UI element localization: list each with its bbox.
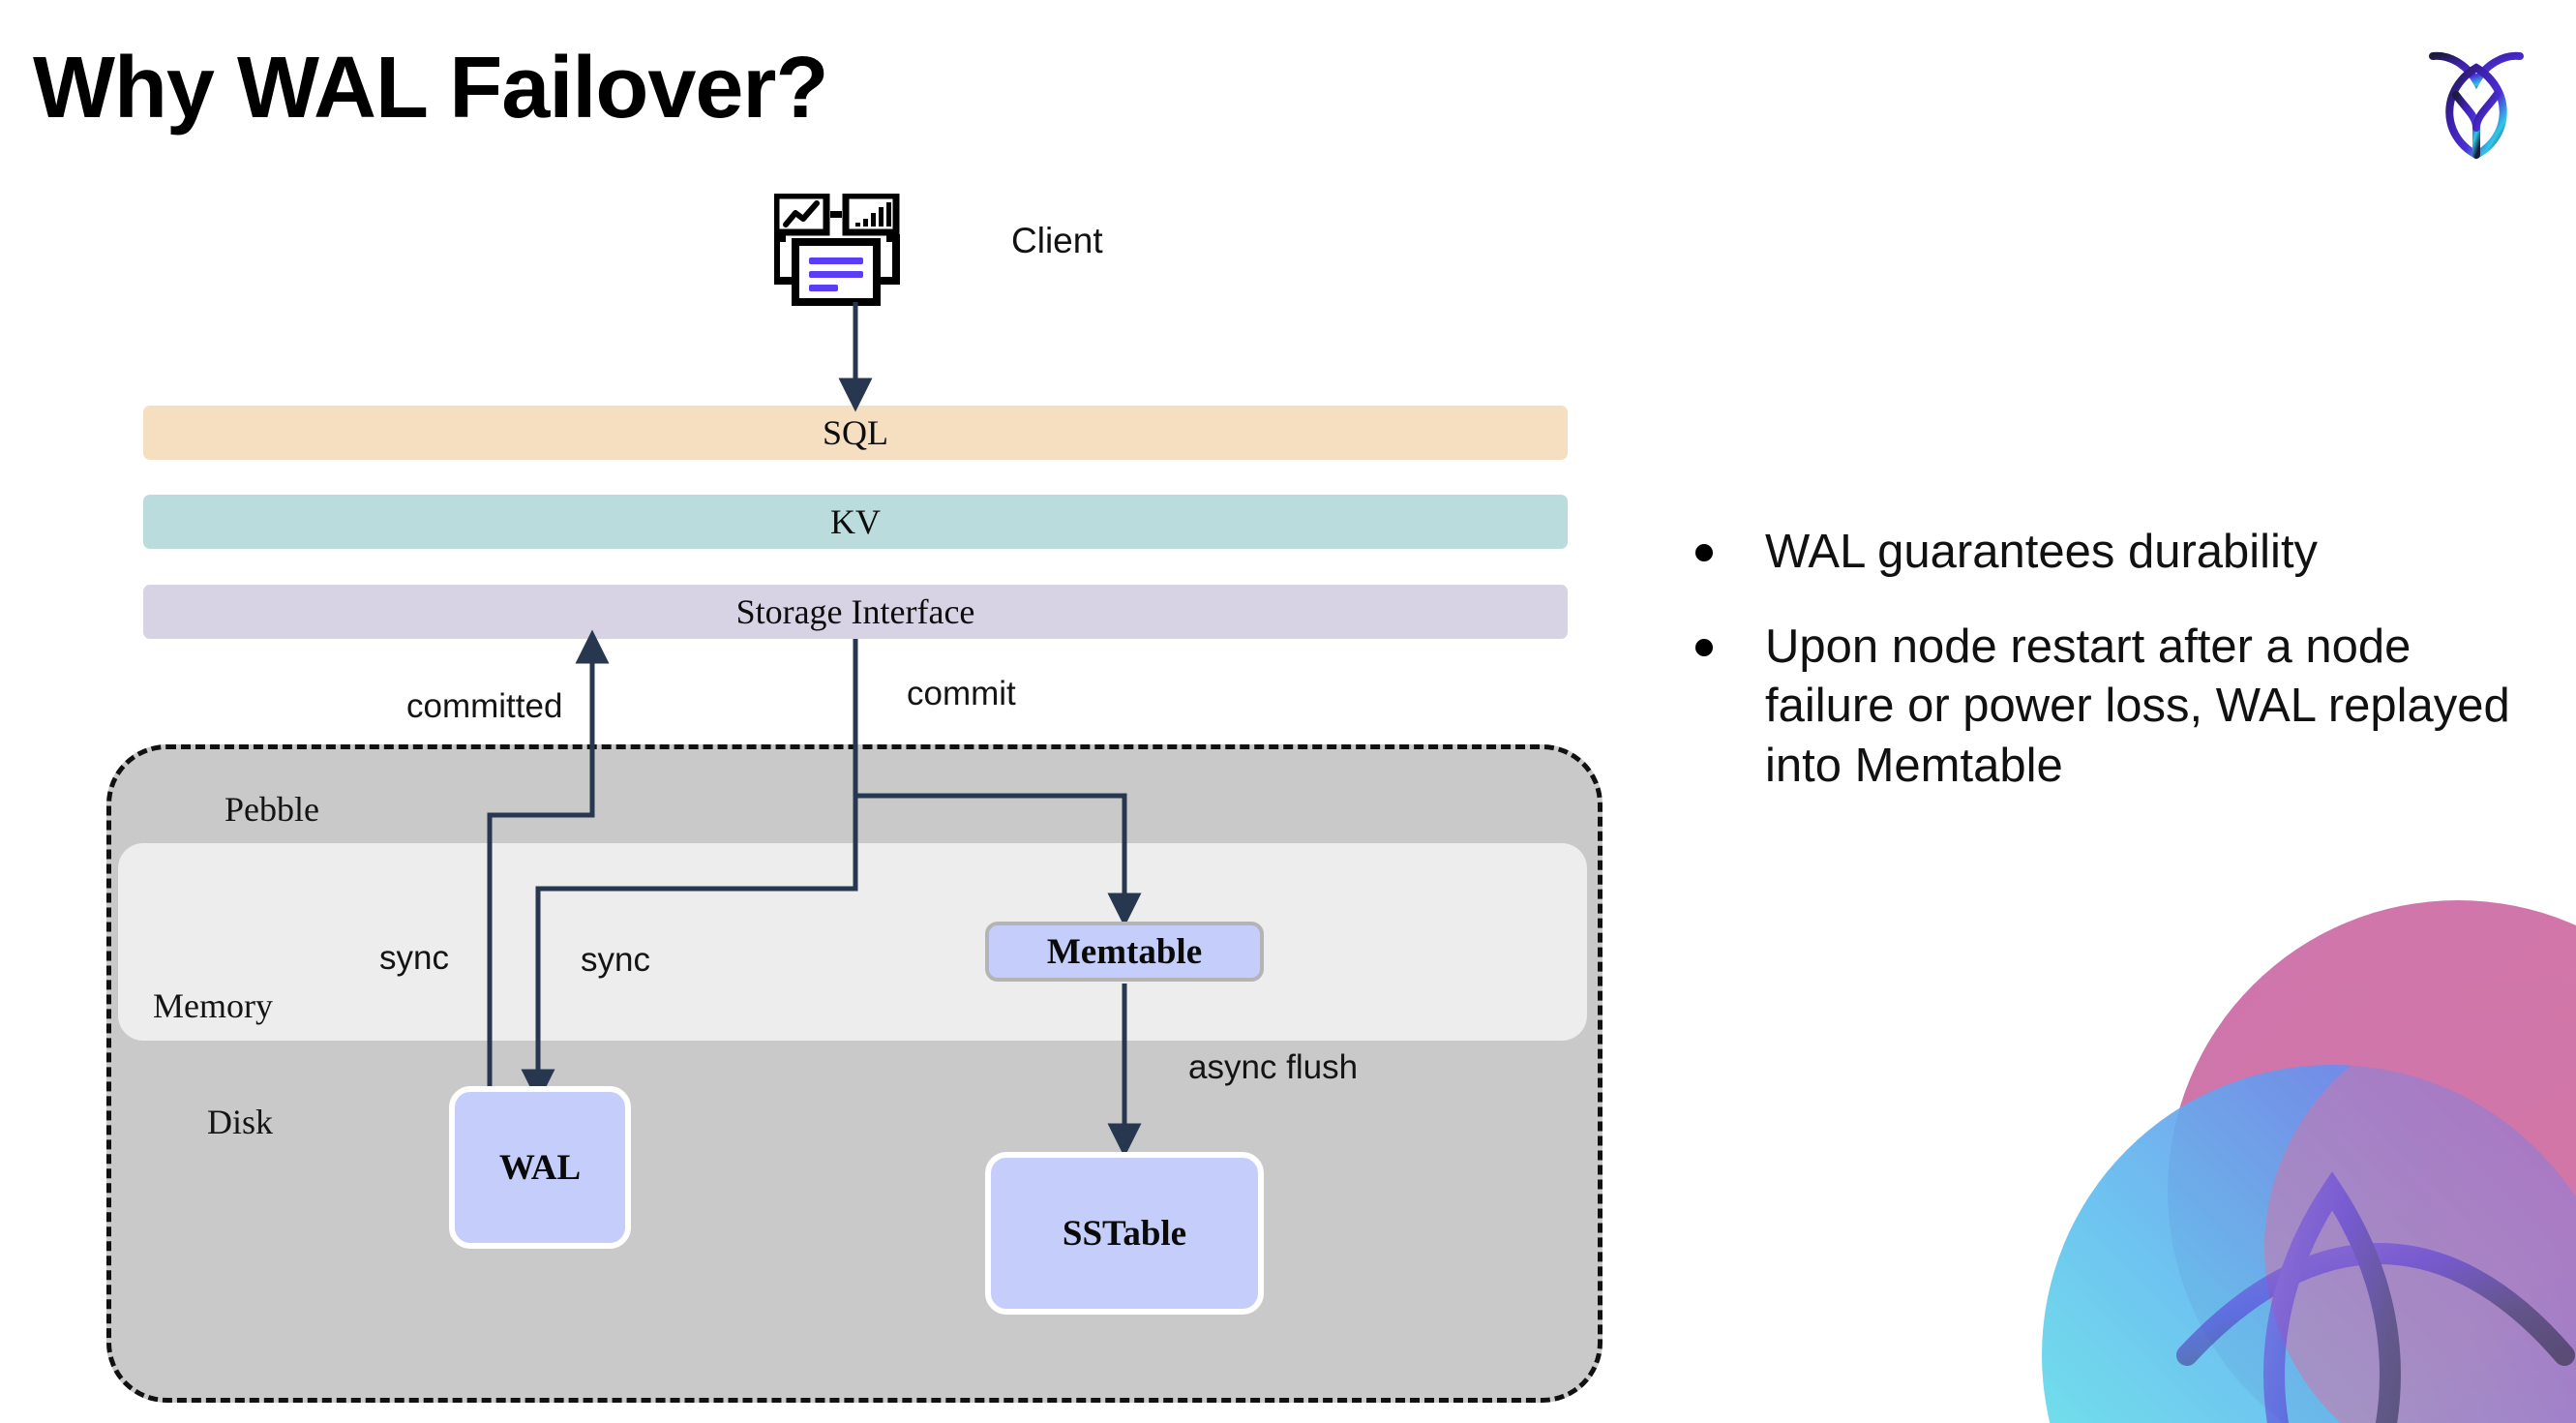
layer-bar-kv-label: KV xyxy=(830,502,881,541)
node-sstable-label: SSTable xyxy=(1062,1213,1187,1254)
edge-label-async-flush: async flush xyxy=(1188,1048,1359,1086)
list-item: Upon node restart after a node failure o… xyxy=(1695,618,2528,797)
client-label: Client xyxy=(1011,221,1103,260)
pebble-label: Pebble xyxy=(225,790,319,829)
bullet-text: WAL guarantees durability xyxy=(1765,526,2319,578)
list-item: WAL guarantees durability xyxy=(1695,523,2528,583)
layer-bar-storage-interface[interactable]: Storage Interface xyxy=(143,585,1568,639)
layer-bar-sql[interactable]: SQL xyxy=(143,406,1568,460)
layer-bar-kv[interactable]: KV xyxy=(143,495,1568,549)
node-memtable-label: Memtable xyxy=(1046,931,1203,972)
edge-label-sync-left: sync xyxy=(379,939,449,977)
bullet-dot-icon xyxy=(1695,544,1713,561)
page-title: Why WAL Failover? xyxy=(33,40,828,136)
client-dashboard-icon xyxy=(774,194,900,306)
decorative-gradient-circles xyxy=(2042,900,2576,1423)
edge-label-committed: committed xyxy=(406,687,563,725)
layer-bar-storage-interface-label: Storage Interface xyxy=(735,592,975,631)
edge-label-sync-right: sync xyxy=(581,941,650,979)
node-wal-label: WAL xyxy=(498,1147,582,1188)
bullet-list: WAL guarantees durability Upon node rest… xyxy=(1695,523,2528,832)
node-memtable[interactable]: Memtable xyxy=(985,922,1264,982)
cockroachdb-logo-icon xyxy=(2429,51,2524,160)
node-sstable[interactable]: SSTable xyxy=(985,1152,1264,1315)
memory-region-label: Memory xyxy=(153,986,273,1025)
edge-label-commit: commit xyxy=(907,675,1016,712)
memory-region xyxy=(118,843,1587,1041)
layer-bar-sql-label: SQL xyxy=(822,413,888,452)
bullet-dot-icon xyxy=(1695,638,1713,656)
disk-region-label: Disk xyxy=(207,1103,274,1141)
bullet-text: Upon node restart after a node failure o… xyxy=(1765,620,2510,793)
node-wal[interactable]: WAL xyxy=(449,1086,631,1249)
